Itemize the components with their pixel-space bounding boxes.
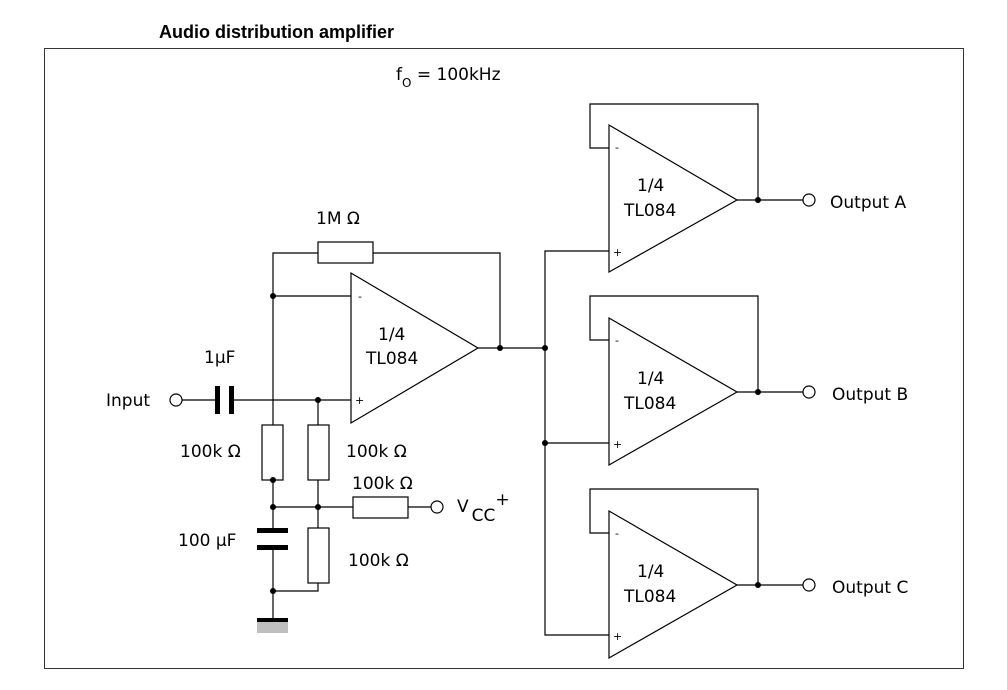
ground-bar [257,618,288,622]
bias-resistor-left-label: 100k Ω [180,442,241,462]
opamp-input-plus: + [355,394,364,407]
opamp-buffer-a-plus: + [613,246,622,259]
opamp-buffer-b-plus: + [613,438,622,451]
bias-resistor-left [261,424,284,481]
feedback-resistor [317,241,374,264]
opamp-buffer-b-part: TL084 [623,394,676,414]
bias-resistor-mid-label: 100k Ω [346,442,407,462]
opamp-buffer-b [608,316,739,467]
opamp-buffer-a-minus: - [615,141,619,154]
opamp-buffer-c [608,509,739,660]
opamp-buffer-b-fraction: 1/4 [637,369,664,389]
feedback-wire-right [373,252,501,348]
feedback-wire-left [272,252,318,624]
output-b-label: Output B [832,385,908,405]
opamp-buffer-c-fraction: 1/4 [637,562,664,582]
bias-resistor-mid [307,424,330,481]
diagram-title: Audio distribution amplifier [159,22,394,42]
input-cap-label: 1μF [204,348,235,368]
input-cap-plate-2 [229,386,234,414]
opamp-buffer-a [608,123,739,274]
bias-resistor-bottom-label: 100k Ω [348,551,409,571]
opamp-input-part: TL084 [365,349,418,369]
diagram-frame [44,48,964,669]
frequency-label: fO = 100kHz [396,65,501,90]
bias-resistor-bottom [307,527,330,584]
opamp-input-stage [350,271,480,425]
bypass-cap-label: 100 μF [178,531,236,551]
opamp-input-fraction: 1/4 [378,325,405,345]
output-c-label: Output C [832,578,908,598]
output-b-terminal [802,385,816,399]
input-cap-plate-1 [215,386,220,414]
input-terminal [169,393,183,407]
output-c-terminal [802,578,816,592]
opamp-buffer-b-minus: - [615,334,619,347]
opamp-buffer-c-plus: + [613,630,622,643]
opamp-input-minus: - [358,290,362,303]
input-label: Input [106,391,150,411]
opamp-buffer-a-part: TL084 [623,201,676,221]
vcc-resistor [352,496,409,519]
output-a-label: Output A [830,193,906,213]
bypass-cap-plate-1 [257,528,288,533]
vcc-terminal [430,500,444,514]
opamp-buffer-a-fraction: 1/4 [637,176,664,196]
opamp-buffer-c-part: TL084 [623,587,676,607]
bypass-cap-plate-2 [257,545,288,550]
ground-icon [257,622,288,633]
output-a-terminal [802,193,816,207]
opamp-buffer-c-minus: - [615,527,619,540]
feedback-resistor-label: 1M Ω [316,209,360,229]
vcc-resistor-label: 100k Ω [352,474,413,494]
